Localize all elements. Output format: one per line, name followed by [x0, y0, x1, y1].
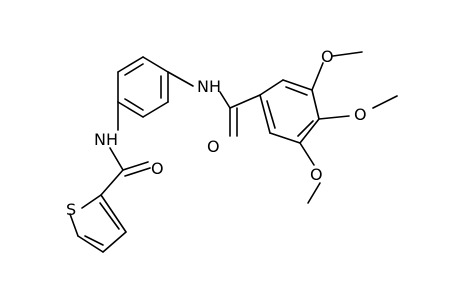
- oxygen-methoxy-bottom-label: O: [310, 165, 323, 184]
- lower-amide-bonds: [100, 101, 151, 196]
- nh-left-label: NH: [94, 130, 118, 149]
- oxygen-methoxy-mid-label: O: [354, 105, 367, 124]
- oxygen-methoxy-top-label: O: [321, 47, 334, 66]
- nh-top-label: NH: [197, 77, 221, 96]
- oxygen-amide-right-label: O: [207, 137, 220, 156]
- methoxy-bonds: [299, 51, 398, 204]
- central-benzene-ring: [117, 56, 169, 118]
- thiophene-ring: [69, 194, 127, 253]
- sulfur-thiophene-label: S: [66, 200, 76, 219]
- oxygen-amide-left-label: O: [151, 159, 164, 178]
- upper-amide-bonds: [167, 71, 261, 137]
- trimethoxyphenyl-ring: [259, 79, 320, 144]
